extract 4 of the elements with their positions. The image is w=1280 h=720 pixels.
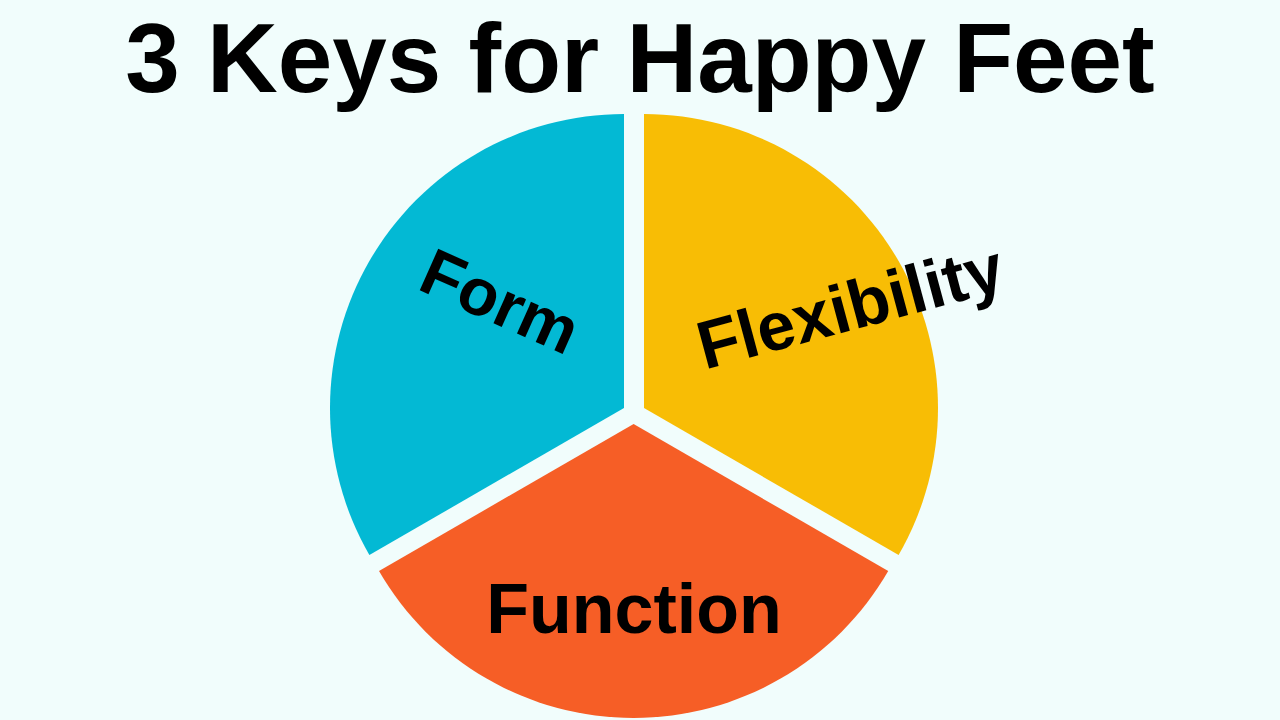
title: 3 Keys for Happy Feet [125, 2, 1155, 115]
slice-label: Function [486, 568, 782, 650]
slice-label: Form [409, 233, 591, 371]
slice-label: Flexibility [688, 227, 1012, 385]
